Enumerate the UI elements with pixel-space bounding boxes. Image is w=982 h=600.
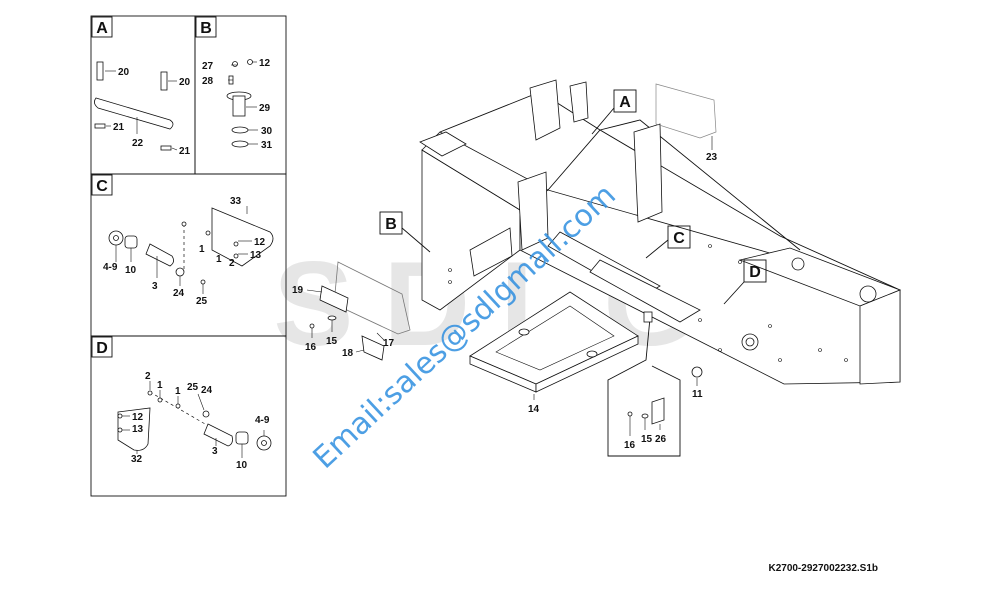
svg-text:28: 28 (202, 76, 214, 87)
side-plate-assembly: 19 16 15 18 17 (292, 261, 411, 361)
box-c-tag (91, 174, 113, 196)
callout-15: 15 (326, 336, 338, 347)
svg-text:4-9: 4-9 (255, 415, 270, 426)
bracket-inset: 16 15 26 (607, 311, 681, 457)
svg-text:2: 2 (145, 371, 151, 382)
svg-text:D: D (749, 264, 761, 281)
callout-19: 19 (292, 285, 304, 296)
tower-left (529, 79, 561, 141)
svg-text:A: A (619, 94, 631, 111)
svg-text:25: 25 (196, 296, 208, 307)
svg-text:33: 33 (230, 196, 242, 207)
svg-text:4-9: 4-9 (103, 262, 118, 273)
drawing-code: K2700-2927002232.S1b (768, 563, 878, 574)
plate-19 (319, 285, 349, 313)
washer-31 (231, 140, 249, 148)
link-plate-22 (94, 97, 174, 130)
cover-plate-23 (655, 83, 717, 139)
svg-text:10: 10 (125, 265, 137, 276)
svg-text:24: 24 (201, 385, 213, 396)
svg-text:1: 1 (157, 380, 163, 391)
svg-text:31: 31 (261, 140, 273, 151)
bolt-21-b (160, 145, 172, 151)
svg-text:2: 2 (229, 258, 235, 269)
guard-plate-33 (211, 207, 274, 267)
svg-text:13: 13 (250, 250, 262, 261)
bracket-26 (651, 397, 665, 425)
callout-18: 18 (342, 348, 354, 359)
main-flag-b: B (379, 211, 431, 253)
svg-text:12: 12 (259, 58, 271, 69)
box-b-tag (195, 16, 217, 38)
pin-20-right (160, 71, 168, 91)
detail-box-a: A 20 20 21 22 21 (90, 15, 196, 175)
callout-16: 16 (305, 342, 317, 353)
svg-text:1: 1 (216, 254, 222, 265)
inset-callout-16: 16 (624, 440, 636, 451)
main-flag-c: C (645, 225, 691, 259)
svg-text:B: B (385, 216, 397, 233)
svg-text:1: 1 (175, 386, 181, 397)
tower-right (633, 123, 663, 223)
box-d-tag (91, 336, 113, 358)
detail-box-c: C 33 1 1 12 2 13 4-9 10 3 24 25 (90, 173, 287, 337)
callout-14: 14 (528, 404, 540, 415)
washer-24 (175, 267, 185, 277)
bushing-10-d (235, 431, 249, 445)
inset-callout-26: 26 (655, 434, 667, 445)
svg-text:13: 13 (132, 424, 144, 435)
callout-17: 17 (383, 338, 395, 349)
inset-callout-15: 15 (641, 434, 653, 445)
main-flag-d: D (723, 259, 767, 305)
svg-text:10: 10 (236, 460, 248, 471)
mount-top-left (419, 131, 467, 157)
svg-text:3: 3 (212, 446, 218, 457)
bolt-25 (200, 279, 206, 285)
box-c-label: C (96, 178, 108, 195)
svg-text:30: 30 (261, 126, 273, 137)
pin-3 (145, 243, 174, 267)
box-a-tag (91, 16, 113, 38)
detail-box-b: B 27 12 28 29 30 31 (194, 15, 287, 175)
svg-text:3: 3 (152, 281, 158, 292)
main-flag-a: A (591, 89, 637, 135)
svg-text:22: 22 (132, 138, 144, 149)
svg-text:32: 32 (131, 454, 143, 465)
svg-text:12: 12 (132, 412, 144, 423)
callout-11: 11 (692, 389, 703, 400)
box-d-label: D (96, 340, 108, 357)
bolt-21-a (94, 123, 106, 129)
svg-text:12: 12 (254, 237, 266, 248)
pin-20-left (96, 61, 104, 81)
main-frame-assembly: 23 (419, 79, 902, 385)
svg-text:21: 21 (179, 146, 191, 157)
tower-center (517, 171, 549, 251)
svg-text:25: 25 (187, 382, 199, 393)
guard-plate-32 (117, 407, 151, 451)
svg-text:20: 20 (179, 77, 191, 88)
svg-text:29: 29 (259, 103, 271, 114)
bushing-29 (232, 95, 246, 117)
washer-30 (231, 126, 249, 134)
box-a-label: A (96, 20, 108, 37)
bracket-18 (361, 335, 385, 361)
svg-text:21: 21 (113, 122, 125, 133)
washer-11 (691, 366, 703, 378)
tray-14: 14 (469, 291, 639, 415)
svg-text:24: 24 (173, 288, 185, 299)
svg-text:20: 20 (118, 67, 130, 78)
svg-text:C: C (673, 230, 685, 247)
bushing-10 (124, 235, 138, 249)
callout-23: 23 (706, 152, 718, 163)
detail-box-d: D 2 1 1 25 24 12 13 32 3 10 4-9 (90, 335, 287, 497)
svg-text:27: 27 (202, 61, 214, 72)
pin-3-d (203, 423, 233, 447)
svg-text:1: 1 (199, 244, 205, 255)
box-b-label: B (200, 20, 212, 37)
